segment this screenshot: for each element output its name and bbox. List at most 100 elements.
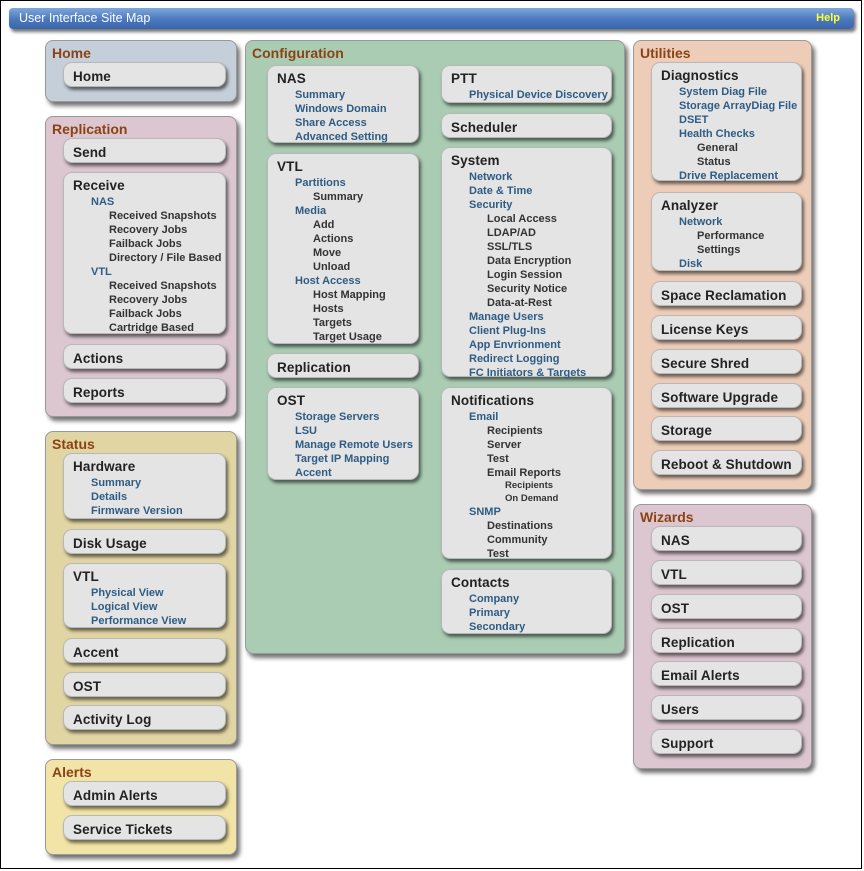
nav-link[interactable]: System Diag File [679, 86, 768, 98]
card-wiz-replication[interactable]: Replication [651, 628, 802, 653]
nav-link[interactable]: Share Access [295, 117, 367, 129]
card-software-upgrade[interactable]: Software Upgrade [651, 383, 802, 408]
card-space-reclamation[interactable]: Space Reclamation [651, 281, 802, 306]
nav-link[interactable]: Unload [313, 261, 351, 273]
card-title-ptt[interactable]: PTT [451, 71, 477, 86]
nav-link[interactable]: Target IP Mapping [295, 453, 390, 465]
card-status-ost[interactable]: OST [63, 672, 226, 697]
card-title-wiz-email-alerts[interactable]: Email Alerts [661, 668, 740, 683]
card-title-status-ost[interactable]: OST [73, 679, 102, 694]
card-title-system[interactable]: System [451, 153, 500, 168]
nav-link[interactable]: Summary [91, 477, 142, 489]
nav-link[interactable]: VTL [91, 266, 112, 278]
nav-link[interactable]: Storage ArrayDiag File [679, 100, 798, 112]
card-title-space-reclamation[interactable]: Space Reclamation [661, 288, 787, 303]
card-title-notifications[interactable]: Notifications [451, 393, 535, 408]
card-repl-reports[interactable]: Reports [63, 378, 226, 403]
card-title-disk-usage[interactable]: Disk Usage [73, 536, 147, 551]
card-title-reboot-shutdown[interactable]: Reboot & Shutdown [661, 457, 792, 472]
card-secure-shred[interactable]: Secure Shred [651, 349, 802, 374]
nav-link[interactable]: Date & Time [469, 185, 533, 197]
card-wiz-ost[interactable]: OST [651, 594, 802, 619]
nav-link[interactable]: App Envrionment [469, 339, 561, 351]
nav-link[interactable]: Test [487, 548, 509, 560]
nav-link[interactable]: Email [469, 411, 499, 423]
card-license-keys[interactable]: License Keys [651, 315, 802, 340]
card-home[interactable]: Home [63, 62, 226, 87]
nav-link[interactable]: Logical View [91, 601, 158, 613]
nav-link[interactable]: Recovery Jobs [109, 294, 188, 306]
card-title-admin-alerts[interactable]: Admin Alerts [73, 788, 158, 803]
nav-link[interactable]: Drive Replacement [679, 170, 779, 182]
nav-link[interactable]: SSL/TLS [487, 241, 533, 253]
nav-link[interactable]: Add [313, 219, 335, 231]
nav-link[interactable]: Network [679, 216, 723, 228]
nav-link[interactable]: Received Snapshots [109, 280, 217, 292]
nav-link[interactable]: Recipients [505, 480, 554, 491]
nav-link[interactable]: Primary [469, 607, 510, 619]
card-wiz-vtl[interactable]: VTL [651, 560, 802, 585]
nav-link[interactable]: Windows Domain [295, 103, 387, 115]
card-title-config-ost[interactable]: OST [277, 393, 306, 408]
card-wiz-nas[interactable]: NAS [651, 526, 802, 551]
card-send[interactable]: Send [63, 138, 226, 163]
card-title-wiz-users[interactable]: Users [661, 702, 700, 717]
card-title-wiz-nas[interactable]: NAS [661, 533, 690, 548]
card-wiz-users[interactable]: Users [651, 695, 802, 720]
nav-link[interactable]: Test [487, 453, 509, 465]
card-title-config-vtl[interactable]: VTL [277, 159, 303, 174]
card-title-repl-reports[interactable]: Reports [73, 385, 125, 400]
nav-link[interactable]: Company [469, 593, 520, 605]
nav-link[interactable]: On Demand [505, 492, 559, 504]
card-title-wiz-replication[interactable]: Replication [661, 635, 735, 650]
nav-link[interactable]: General [697, 142, 738, 154]
nav-link[interactable]: LDAP/AD [487, 227, 536, 239]
nav-link[interactable]: Recipients [487, 425, 543, 437]
nav-link[interactable]: Directory / File Based [109, 252, 222, 264]
nav-link[interactable]: Redirect Logging [469, 353, 560, 365]
nav-link[interactable]: Move [313, 247, 342, 259]
nav-link[interactable]: Community [487, 534, 548, 546]
card-repl-actions[interactable]: Actions [63, 344, 226, 369]
card-title-wiz-support[interactable]: Support [661, 736, 714, 751]
nav-link[interactable]: Status [697, 156, 731, 168]
nav-link[interactable]: Recovery Jobs [109, 224, 188, 236]
nav-link[interactable]: Login Session [487, 269, 563, 281]
card-title-repl-actions[interactable]: Actions [73, 351, 124, 366]
card-title-diagnostics[interactable]: Diagnostics [661, 68, 739, 83]
nav-link[interactable]: Advanced Setting [295, 131, 388, 143]
card-title-status-vtl[interactable]: VTL [73, 569, 99, 584]
nav-link[interactable]: Manage Users [469, 311, 544, 323]
nav-link[interactable]: NAS [91, 196, 115, 208]
nav-link[interactable]: Client Plug-Ins [469, 325, 546, 337]
card-service-tickets[interactable]: Service Tickets [63, 815, 226, 840]
card-title-receive[interactable]: Receive [73, 178, 125, 193]
nav-link[interactable]: Data-at-Rest [487, 297, 552, 309]
card-title-scheduler[interactable]: Scheduler [451, 120, 518, 135]
card-title-contacts[interactable]: Contacts [451, 575, 510, 590]
nav-link[interactable]: Firmware Version [91, 505, 183, 517]
nav-link[interactable]: FC Initiators & Targets [469, 367, 587, 379]
nav-link[interactable]: Physical View [91, 587, 164, 599]
nav-link[interactable]: Failback Jobs [109, 308, 182, 320]
card-title-wiz-ost[interactable]: OST [661, 601, 690, 616]
card-storage[interactable]: Storage [651, 416, 802, 441]
card-title-storage[interactable]: Storage [661, 423, 712, 438]
card-title-home[interactable]: Home [73, 69, 111, 84]
nav-link[interactable]: Email Reports [487, 467, 561, 479]
nav-link[interactable]: Failback Jobs [109, 238, 182, 250]
nav-link[interactable]: Media [295, 205, 327, 217]
nav-link[interactable]: Performance [697, 230, 765, 242]
card-title-software-upgrade[interactable]: Software Upgrade [661, 390, 779, 405]
nav-link[interactable]: Cartridge Based [109, 322, 194, 334]
nav-link[interactable]: Health Checks [679, 128, 755, 140]
nav-link[interactable]: Security [469, 199, 513, 211]
card-title-activity-log[interactable]: Activity Log [73, 712, 152, 727]
nav-link[interactable]: Accent [295, 467, 332, 479]
nav-link[interactable]: Targets [313, 317, 352, 329]
nav-link[interactable]: Manage Remote Users [295, 439, 413, 451]
nav-link[interactable]: Local Access [487, 213, 557, 225]
card-title-send[interactable]: Send [73, 145, 107, 160]
card-title-status-accent[interactable]: Accent [73, 645, 119, 660]
nav-link[interactable]: Summary [295, 89, 346, 101]
